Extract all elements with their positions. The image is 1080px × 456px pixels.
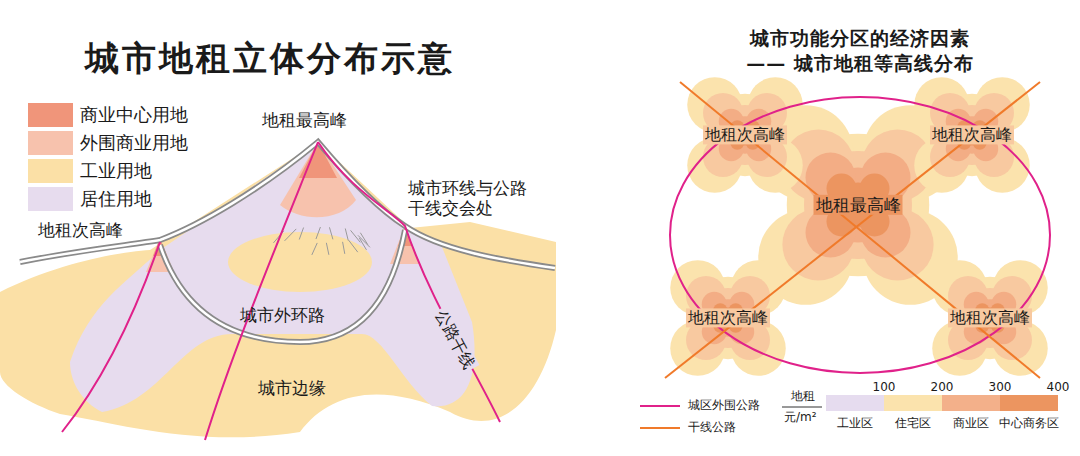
- legend-line-sample: [640, 427, 680, 429]
- contour-lobe: [931, 94, 1014, 177]
- hatch-stroke: [285, 229, 297, 241]
- legend-text: 商业中心用地: [80, 104, 188, 126]
- outer-ring-loop: [160, 230, 405, 342]
- legend-swatch: [942, 395, 1000, 411]
- legend-text: 干线公路: [688, 420, 736, 434]
- trunk-road: [62, 242, 160, 432]
- outer-ring-loop-inner: [160, 230, 405, 342]
- map-label: 地租次高峰: [930, 125, 1014, 144]
- contour-lobe: [687, 277, 770, 360]
- legend-text: 中心商务区: [999, 416, 1059, 430]
- legend-text: 商业区: [953, 416, 989, 430]
- trunk-road: [665, 82, 1040, 378]
- hatch-stroke: [349, 240, 358, 252]
- map-label: 城市环线与公路干线交会处: [408, 178, 529, 219]
- rent-contour-map: [665, 77, 1050, 407]
- map-label: 地租次高峰: [703, 125, 787, 144]
- legend-text: 住宅区: [895, 416, 931, 430]
- diagram-title: 城市地租立体分布示意: [85, 38, 455, 79]
- scale-label: 100: [873, 380, 896, 394]
- legend-swatch: [28, 103, 73, 127]
- legend-swatch: [28, 131, 73, 155]
- map-label: 地租次高峰: [948, 308, 1032, 327]
- industrial-ground: [0, 142, 556, 437]
- scale-label: 元/m²: [784, 410, 817, 424]
- contour-lobe: [949, 277, 1032, 360]
- map-label: 地租最高峰: [814, 195, 903, 215]
- rent-contours: [670, 77, 1048, 376]
- legend-swatch: [826, 395, 884, 411]
- legend-text: 工业区: [837, 416, 873, 430]
- legend-text: 城区外围公路: [688, 398, 760, 412]
- outer-ring-road: [670, 97, 1050, 373]
- hatch-stroke: [312, 243, 317, 255]
- scale-label: 400: [1047, 380, 1070, 394]
- map-label: 城市边缘: [258, 378, 326, 398]
- ring-road-inner: [20, 142, 555, 268]
- legend-swatch: [28, 159, 73, 183]
- scale-label: 地租: [791, 389, 815, 403]
- contour-lobe: [804, 151, 912, 259]
- hatch-stroke: [343, 242, 345, 254]
- hatch-stroke: [316, 227, 320, 239]
- legend-text: 工业用地: [80, 160, 152, 182]
- hatch-stroke: [345, 228, 348, 240]
- map-label: 地租次高峰: [686, 308, 770, 327]
- hatch-stroke: [326, 243, 329, 255]
- ring-road-outer: [20, 142, 555, 268]
- map-label: 城市外环路: [240, 305, 325, 325]
- legend-swatch: [884, 395, 942, 411]
- fraction-bar: [782, 407, 822, 408]
- legend-text: 居住用地: [80, 188, 152, 210]
- trunk-road: [680, 82, 1040, 378]
- hatch-stroke: [299, 228, 303, 240]
- scale-label: 300: [989, 380, 1012, 394]
- rent-relief: [0, 142, 556, 440]
- map-label: 地租最高峰: [262, 110, 347, 130]
- scale-label: 200: [931, 380, 954, 394]
- panel-title: 城市功能分区的经济因素—— 城市地租等高线分布: [733, 26, 988, 75]
- hatch-stroke: [329, 227, 332, 239]
- legend-line-sample: [640, 405, 680, 407]
- legend-swatch: [28, 187, 73, 211]
- map-label: 地租次高峰: [38, 220, 123, 240]
- inner-industrial: [228, 232, 372, 292]
- legend-text: 外围商业用地: [80, 132, 188, 154]
- legend-swatch: [1000, 395, 1058, 411]
- contour-lobe: [704, 94, 787, 177]
- ring-roads: [20, 142, 555, 342]
- hatch-stroke: [359, 238, 366, 250]
- slope-hatching: [273, 227, 370, 255]
